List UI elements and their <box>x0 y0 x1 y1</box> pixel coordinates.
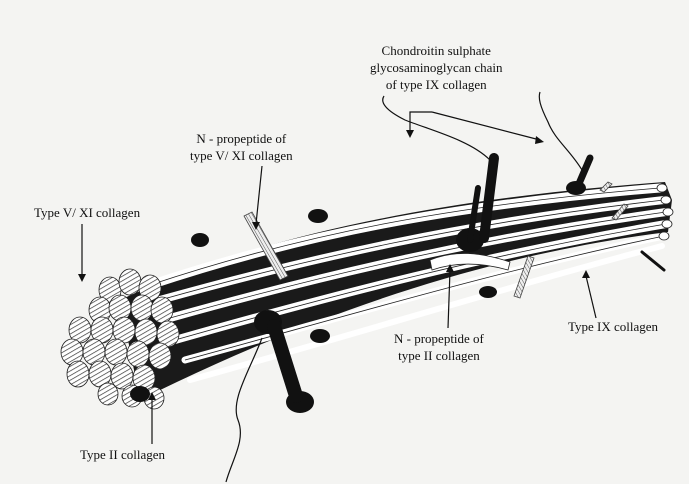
label-n-propeptide-ii: N - propeptide of type II collagen <box>394 330 484 364</box>
label-chondroitin-sulphate: Chondroitin sulphate glycosaminoglycan c… <box>370 42 503 93</box>
label-chondroitin-line3: of type IX collagen <box>370 76 503 93</box>
label-n-propeptide-v-xi: N - propeptide of type V/ XI collagen <box>190 130 293 164</box>
label-n-propeptide-ii-line2: type II collagen <box>394 347 484 364</box>
label-type-ix-collagen: Type IX collagen <box>568 318 658 335</box>
label-chondroitin-line2: glycosaminoglycan chain <box>370 59 503 76</box>
label-n-propeptide-v-xi-line1: N - propeptide of <box>190 130 293 147</box>
label-n-propeptide-ii-line1: N - propeptide of <box>394 330 484 347</box>
label-n-propeptide-v-xi-line2: type V/ XI collagen <box>190 147 293 164</box>
label-type-v-xi-collagen: Type V/ XI collagen <box>34 204 140 221</box>
label-chondroitin-line1: Chondroitin sulphate <box>370 42 503 59</box>
label-type-ii-collagen: Type II collagen <box>80 446 165 463</box>
